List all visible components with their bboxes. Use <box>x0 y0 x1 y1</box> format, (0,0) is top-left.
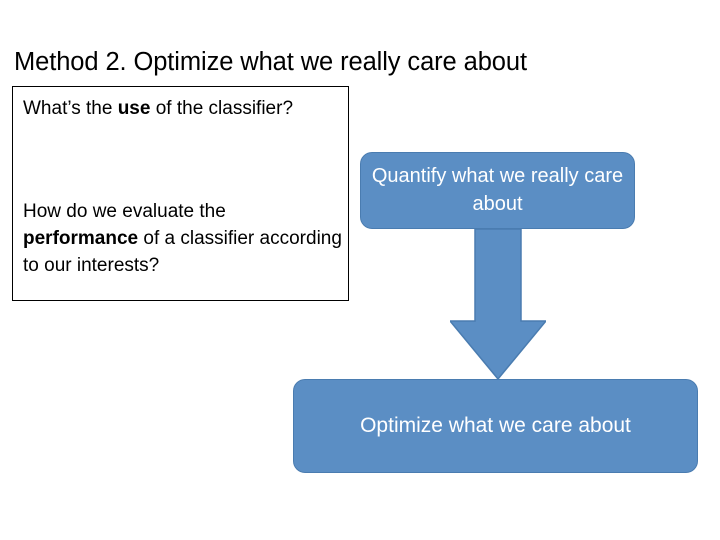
question-paragraph-2-prefix: How do we evaluate the <box>23 201 226 222</box>
optimize-box-label: Optimize what we care about <box>360 414 631 437</box>
question-paragraph-1: What’s the use of the classifier? <box>23 96 333 123</box>
quantify-box-label: Quantify what we really care about <box>371 164 624 215</box>
optimize-box: Optimize what we care about <box>293 379 698 473</box>
quantify-box: Quantify what we really care about <box>360 152 635 229</box>
question-paragraph-2: How do we evaluate the performance of a … <box>23 199 343 280</box>
question-paragraph-2-bold: performance <box>23 227 139 249</box>
question-paragraph-2-suffix: of a classifier according to our interes… <box>23 227 342 276</box>
question-text-box: What’s the use of the classifier? How do… <box>12 86 349 301</box>
down-arrow-icon <box>450 229 546 379</box>
question-paragraph-1-suffix: of the classifier? <box>150 98 294 119</box>
question-paragraph-1-bold: use <box>117 98 151 119</box>
question-paragraph-1-prefix: What’s the <box>23 98 118 119</box>
page-title: Method 2. Optimize what we really care a… <box>14 48 527 76</box>
